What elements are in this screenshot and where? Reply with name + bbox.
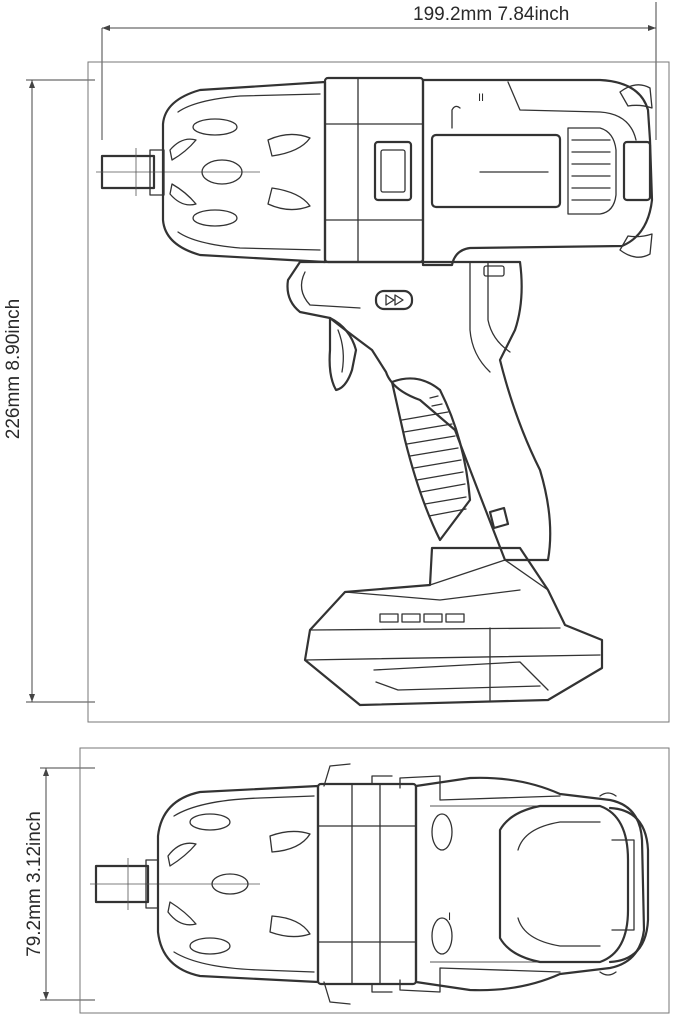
speed-mode-marking: II: [478, 92, 484, 104]
top-view-frame: [79, 747, 670, 1014]
cooling-fins: [567, 127, 617, 215]
width-dimension: 199.2mm 7.84inch: [101, 2, 657, 140]
side-label-panel: [430, 133, 562, 209]
vent-slot: [201, 159, 243, 185]
battery-indicator: [423, 613, 443, 623]
led-light: [373, 140, 413, 202]
handle-body: [286, 260, 552, 562]
rear-cap: [622, 140, 652, 202]
depth-dimension: 79.2mm 3.12inch: [24, 767, 95, 1001]
height-dimension: 226mm 8.90inch: [3, 79, 95, 703]
battery-indicator: [445, 613, 465, 623]
top-label-panel: [498, 804, 630, 964]
battery-mount: [303, 546, 604, 707]
width-label: 199.2mm 7.84inch: [413, 4, 569, 25]
vent-slot: [192, 118, 238, 136]
battery-indicator: [379, 613, 399, 623]
vent-slot: [189, 937, 231, 955]
side-view-tool: II: [96, 76, 654, 707]
housing-collar: [316, 782, 418, 986]
grip-badge: [488, 506, 510, 530]
grip-ribs: [401, 411, 467, 517]
top-view-tool: I: [90, 763, 650, 1005]
motor-housing: [414, 776, 646, 992]
trigger: [328, 316, 358, 392]
depth-label: 79.2mm 3.12inch: [24, 811, 45, 957]
battery-indicator: [401, 613, 421, 623]
rear-cap: [608, 806, 650, 964]
top-view-marking: I: [448, 911, 451, 923]
side-view-frame: [87, 61, 670, 723]
double-right-arrow-icon: [385, 294, 404, 306]
vent-slot: [192, 209, 238, 227]
height-label: 226mm 8.90inch: [3, 299, 24, 439]
vent-slot: [211, 873, 249, 895]
direction-switch: [374, 289, 414, 311]
motor-housing: [421, 78, 654, 267]
vent-slot: [189, 813, 231, 831]
grip-rubber: [390, 377, 472, 542]
